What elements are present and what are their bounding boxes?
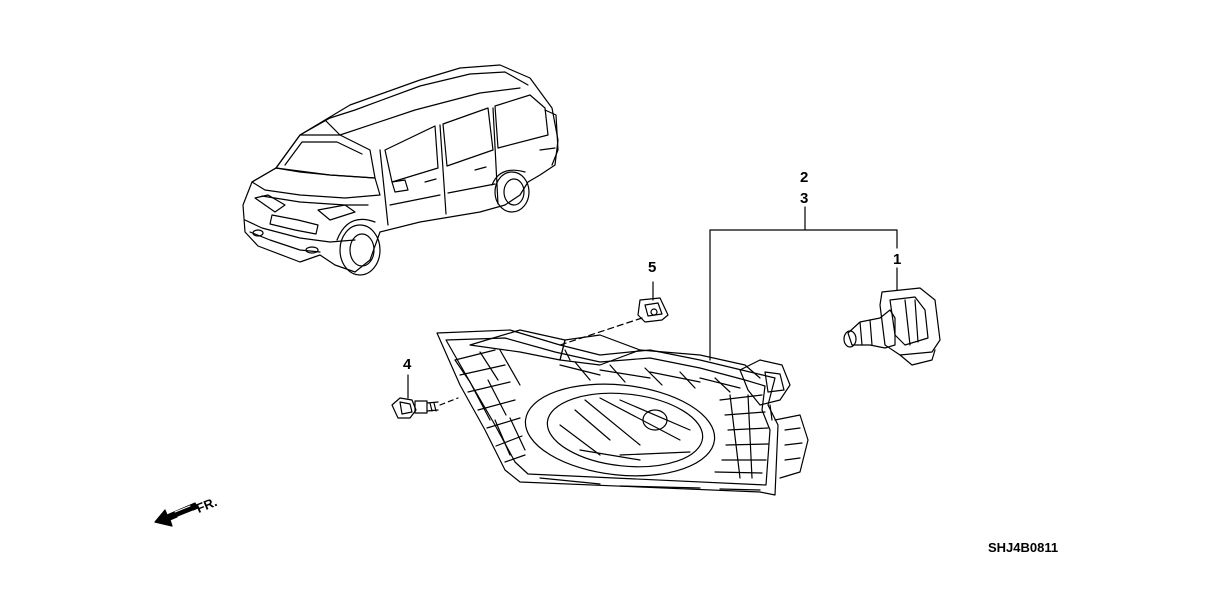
fog-light-assembly: [437, 330, 808, 495]
vehicle-illustration: [243, 65, 558, 275]
bolt-icon: [392, 398, 438, 418]
callout-5: 5: [648, 259, 657, 276]
callout-4: 4: [403, 356, 412, 373]
bracket-2-3: [710, 230, 897, 360]
callout-1: 1: [893, 251, 902, 268]
front-arrow-icon: [155, 503, 198, 526]
leader-4-dash: [440, 398, 458, 405]
bulb-icon: [844, 288, 940, 365]
callout-2: 2: [800, 169, 809, 186]
drawing-code: SHJ4B0811: [988, 540, 1059, 555]
leader-5-dash: [560, 318, 642, 345]
callout-3: 3: [800, 190, 809, 207]
clip-nut-icon: [638, 298, 668, 322]
